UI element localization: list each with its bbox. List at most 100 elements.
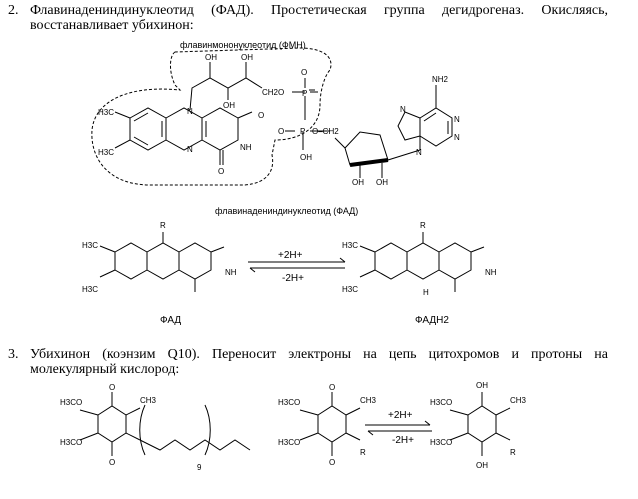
fadh2-ring-a: [374, 242, 408, 280]
ubiquinol-h3co-1: H3CO: [430, 398, 452, 407]
fad-nh2: NH2: [432, 75, 449, 84]
fad-full-label: флавинадениндинуклеотид (ФАД): [215, 206, 358, 216]
ring-a-double: [133, 112, 163, 146]
ubiquinol-ch3: CH3: [510, 396, 527, 405]
fad-left-h3c-1: H3C: [82, 241, 98, 250]
fad-n9: N: [416, 148, 422, 157]
fad-oh-3: OH: [241, 53, 253, 62]
fad-o-c4: O: [218, 167, 224, 176]
fad-structure: [91, 47, 453, 186]
ubiq-ch3: CH3: [140, 396, 157, 405]
fadh2-subs: [359, 232, 485, 292]
methyls: [114, 111, 131, 149]
fad-reverse-label: -2H+: [282, 273, 304, 284]
ubiq-h3co-2: H3CO: [60, 438, 82, 447]
ubiq2-r: R: [360, 448, 366, 457]
fadh2-r: R: [420, 221, 426, 230]
ubiq-isoprene-chain: [139, 439, 251, 451]
fad-n7: N: [400, 105, 406, 114]
fad-n3: N: [454, 133, 460, 142]
fad-left-ring-b: [146, 242, 180, 280]
fad-n5: N: [187, 145, 193, 154]
section3-line1: 3.Убихинон (коэнзим Q10). Переносит элек…: [8, 347, 608, 362]
fad-p2: P: [300, 127, 305, 136]
fad-p1: P: [302, 89, 307, 98]
fad-left-h3c-2: H3C: [82, 285, 98, 294]
fad-atom-labels: OH OH OH CH2O O P P O OH O–CH2 N N NH O …: [98, 53, 460, 187]
fad-left-ring-a: [114, 242, 148, 280]
section2-line1: 2. Флавинадениндинуклеотид (ФАД). Простет…: [8, 3, 608, 18]
ubiq-ring: [97, 405, 127, 443]
ribityl-chain: [189, 77, 263, 111]
ubiq-subs: [79, 392, 141, 456]
fad-left-nh: NH: [225, 268, 237, 277]
fad-oh-r1: OH: [352, 178, 364, 187]
fad-h3c-2: H3C: [98, 148, 114, 157]
section2-text-line1: Флавинадениндинуклеотид (ФАД). Простетич…: [30, 3, 608, 18]
fmn-label: флавинмононуклеотид (ФМН): [180, 40, 306, 50]
ubiq-equilibrium-arrows: [365, 420, 432, 436]
carbonyls: [219, 111, 253, 165]
fad-o-left: O: [278, 127, 284, 136]
ribose-bonds: [334, 137, 421, 178]
fad-forward-label: +2H+: [278, 250, 303, 261]
adenine-bonds: [423, 85, 449, 134]
fad-oh-r2: OH: [376, 178, 388, 187]
ribose-bold-edge: [349, 158, 389, 167]
ubiq-reverse-label: -2H+: [392, 435, 414, 446]
fad-n10: N: [187, 107, 193, 116]
ring-a: [129, 107, 167, 151]
ubiquinone-labels: H3CO H3CO CH3 O O 9 H3CO H3CO CH3 R O O …: [60, 381, 527, 472]
ubiq2-o-bottom: O: [329, 458, 335, 467]
fad-h3c-1: H3C: [98, 108, 114, 117]
ubiquinol-r: R: [510, 448, 516, 457]
ubiq2-ring: [317, 405, 347, 443]
ubiq-repeat: 9: [197, 463, 202, 472]
fad-oh-p: OH: [300, 153, 312, 162]
fad-nh: NH: [240, 143, 252, 152]
fad-oh-2: OH: [223, 101, 235, 110]
fad-left-subs: [99, 232, 225, 292]
fad-oh-1: OH: [205, 53, 217, 62]
fadh2-ring-b: [406, 242, 440, 280]
phosphate2-bonds: [285, 130, 330, 150]
fad-left-r: R: [160, 221, 166, 230]
ubiquinol-subs: [449, 392, 511, 456]
fad-o-c2: O: [258, 111, 264, 120]
ubiq2-o-top: O: [329, 383, 335, 392]
ring-c: [201, 107, 239, 151]
section2-number: 2.: [8, 3, 19, 18]
adenine-five-ring: [397, 111, 421, 141]
ubiq-h3co-1: H3CO: [60, 398, 82, 407]
ring-b: [165, 107, 203, 151]
phosphate-double: [309, 89, 318, 93]
fadh2-h3c-1: H3C: [342, 241, 358, 250]
section3-text-line1: Убихинон (коэнзим Q10). Переносит электр…: [30, 347, 608, 362]
fadh2-h: H: [423, 288, 429, 297]
adenine-six-ring: [419, 107, 453, 147]
fad-equilibrium-arrows: [248, 257, 346, 273]
ubiq2-ch3: CH3: [360, 396, 377, 405]
ubiquinol-oh-bottom: OH: [476, 461, 488, 470]
fad-redox-labels: R R H3C H3C H3C H3C NH NH H: [82, 221, 497, 297]
fmn-dashed-boundary: [91, 47, 332, 186]
ubiq2-h3co-2: H3CO: [278, 438, 300, 447]
fad-ch2o: CH2O: [262, 88, 284, 97]
ubiquinone-structures: [79, 392, 511, 456]
section3-text-line2: молекулярный кислород:: [30, 362, 180, 377]
fadh2-label: ФАДН2: [415, 315, 449, 326]
fad-och2: O–CH2: [312, 127, 339, 136]
section2-text-line2: восстанавливает убихинон:: [30, 18, 194, 33]
ubiq-brackets: [139, 404, 211, 456]
fadh2-nh: NH: [485, 268, 497, 277]
fad-n1: N: [454, 115, 460, 124]
fadh2-h3c-2: H3C: [342, 285, 358, 294]
phosphate-bonds: [292, 78, 306, 120]
ubiq2-h3co-1: H3CO: [278, 398, 300, 407]
ubiq-o-top: O: [109, 383, 115, 392]
ubiq2-subs: [299, 392, 361, 456]
ribose-ring: [344, 131, 389, 166]
fad-o-top: O: [301, 68, 307, 77]
fad-left-ring-c: [178, 242, 212, 280]
